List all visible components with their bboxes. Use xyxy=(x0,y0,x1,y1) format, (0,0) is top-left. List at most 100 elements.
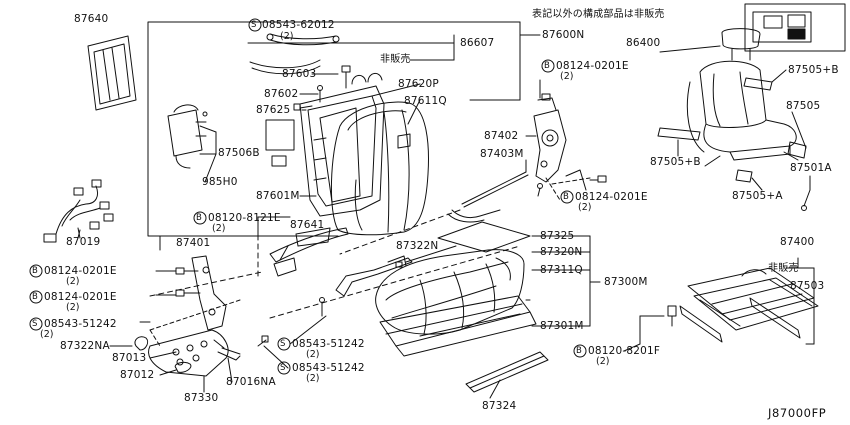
part-label-87625: 87625 xyxy=(256,104,291,116)
part-label-87602: 87602 xyxy=(264,88,299,100)
part-label-87505-b: 87505+B xyxy=(650,156,701,168)
part-qty: (2) xyxy=(280,31,294,42)
part-label-87325: 87325 xyxy=(540,230,575,242)
fastener-mark-s: S xyxy=(280,339,286,349)
part-label-87330: 87330 xyxy=(184,392,219,404)
main-dashed-leaders xyxy=(149,209,521,319)
part-label-87620P: 87620P xyxy=(398,78,439,90)
seat-assembly-illustration xyxy=(686,60,799,167)
part-label-08543-51242: 08543-51242 xyxy=(44,318,117,330)
part-qty: (2) xyxy=(66,302,80,313)
part-label-87320N: 87320N xyxy=(540,246,583,258)
part-label-87640: 87640 xyxy=(74,13,109,25)
part-qty: (2) xyxy=(596,356,610,367)
part-label-87016NA: 87016NA xyxy=(226,376,276,388)
backrest-frame-87601M xyxy=(299,73,385,217)
assist-grip-86607 xyxy=(249,33,340,75)
headrest-inset-box xyxy=(744,3,846,52)
fastener-mark-s: S xyxy=(32,319,38,329)
part-label-87322NA: 87322NA xyxy=(60,340,110,352)
note-not-sold-separately: 表記以外の構成部品は非販売 xyxy=(532,9,665,20)
part-qty: (2) xyxy=(560,71,574,82)
backrest-small-parts xyxy=(265,65,351,167)
part-label-87505-a: 87505+A xyxy=(732,190,783,202)
part-label-08124-0201E: 08124-0201E xyxy=(575,191,648,203)
seat-cushion-87311Q xyxy=(375,249,525,335)
part-label-87505: 87505 xyxy=(786,100,821,112)
part-label-87324: 87324 xyxy=(482,400,517,412)
cushion-sheet-87325 xyxy=(437,221,531,253)
wire-harness-87019 xyxy=(43,179,114,243)
part-label-08124-0201E: 08124-0201E xyxy=(44,291,117,303)
part-label-87611Q: 87611Q xyxy=(404,95,447,107)
label-leader-lines xyxy=(77,34,721,399)
backrest-cushion-87611Q xyxy=(330,101,429,236)
recliner-87402 xyxy=(533,93,607,197)
part-label-87403M: 87403M xyxy=(480,148,524,160)
part-label-87019: 87019 xyxy=(66,236,101,248)
side-airbag-87506B xyxy=(167,104,217,169)
part-qty: (2) xyxy=(578,202,592,213)
part-label-86607: 86607 xyxy=(460,37,495,49)
part-label-87300M: 87300M xyxy=(604,276,648,288)
diagram-code: J87000FP xyxy=(768,406,827,420)
not-sold-label: 非販売 xyxy=(768,263,799,274)
part-label-87603: 87603 xyxy=(282,68,317,80)
harness-bracket-87641 xyxy=(269,227,349,277)
fastener-mark-b: B xyxy=(576,346,583,356)
cushion-frame-87301M xyxy=(379,295,537,357)
seat-slide-87503 xyxy=(667,267,819,343)
not-sold-label: 非販売 xyxy=(380,54,411,65)
part-label-08124-0201E: 08124-0201E xyxy=(556,60,629,72)
headrest-86400 xyxy=(721,28,761,61)
recliner-dashed-lines xyxy=(545,177,591,201)
fastener-circle-marks xyxy=(29,18,587,375)
part-label-87322N: 87322N xyxy=(396,240,439,252)
part-label-87600N: 87600N xyxy=(542,29,585,41)
part-label-87311Q: 87311Q xyxy=(540,264,583,276)
fastener-mark-b: B xyxy=(32,266,39,276)
part-label-08543-51242: 08543-51242 xyxy=(292,362,365,374)
backrest-group-bracket xyxy=(147,21,541,237)
part-label-08543-62012: 08543-62012 xyxy=(262,19,335,31)
part-qty: (2) xyxy=(306,373,320,384)
lower-dashed-leaders xyxy=(149,299,241,347)
back-board-87640 xyxy=(87,35,137,111)
side-covers-87505 xyxy=(657,77,811,211)
fastener-mark-b: B xyxy=(196,213,203,223)
part-label-08120-8121E: 08120-8121E xyxy=(208,212,281,224)
part-label-87641: 87641 xyxy=(290,219,325,231)
part-label-08120-8201F: 08120-8201F xyxy=(588,345,661,357)
cushion-side-bracket-87322N xyxy=(335,255,413,297)
lever-knobs xyxy=(134,297,325,373)
part-qty: (2) xyxy=(40,329,54,340)
part-label-87506B: 87506B xyxy=(218,147,260,159)
recliner-rod-87403M xyxy=(447,171,529,223)
part-label-87505-b: 87505+B xyxy=(788,64,839,76)
fastener-mark-b: B xyxy=(544,61,551,71)
part-label-08124-0201E: 08124-0201E xyxy=(44,265,117,277)
part-label-87400: 87400 xyxy=(780,236,815,248)
part-label-08543-51242: 08543-51242 xyxy=(292,338,365,350)
part-qty: (2) xyxy=(306,349,320,360)
seat-leader-lines xyxy=(677,69,811,191)
fastener-mark-s: S xyxy=(251,20,257,30)
part-label-985H0: 985H0 xyxy=(202,176,238,188)
fastener-mark-s: S xyxy=(280,363,286,373)
part-qty: (2) xyxy=(212,223,226,234)
part-label-87401: 87401 xyxy=(176,237,211,249)
part-label-87301M: 87301M xyxy=(540,320,584,332)
part-label-86400: 86400 xyxy=(626,37,661,49)
fastener-mark-b: B xyxy=(563,192,570,202)
part-label-87402: 87402 xyxy=(484,130,519,142)
part-label-87503: 87503 xyxy=(790,280,825,292)
fastener-mark-b: B xyxy=(32,292,39,302)
part-qty: (2) xyxy=(66,276,80,287)
part-label-87012: 87012 xyxy=(120,369,155,381)
part-label-87013: 87013 xyxy=(112,352,147,364)
side-cover-87330 xyxy=(148,329,229,377)
slide-bracket-lines xyxy=(639,257,815,345)
part-label-87601M: 87601M xyxy=(256,190,300,202)
